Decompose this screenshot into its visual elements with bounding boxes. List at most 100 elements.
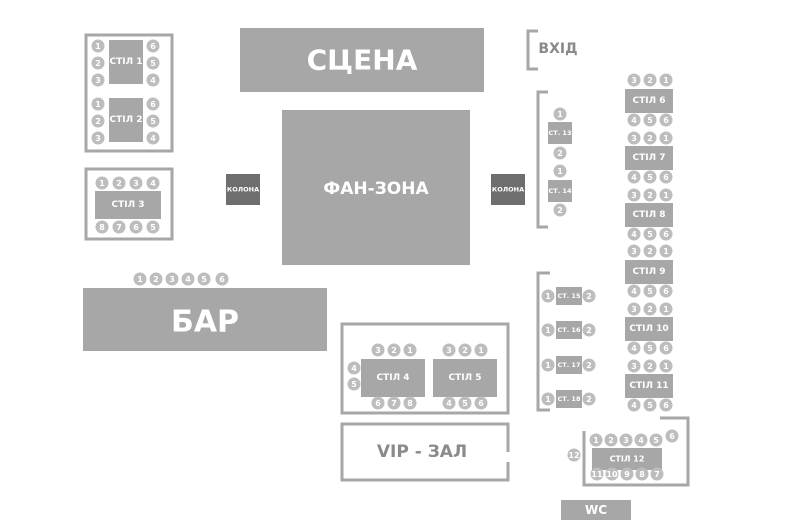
seat[interactable]: 5	[643, 398, 657, 412]
seat[interactable]: 1	[91, 97, 105, 111]
seat[interactable]: 4	[442, 396, 456, 410]
seat[interactable]: 2	[582, 289, 596, 303]
seat[interactable]: 4	[146, 131, 160, 145]
seat[interactable]: 1	[541, 358, 555, 372]
seat[interactable]: 1	[541, 392, 555, 406]
seat[interactable]: 6	[659, 227, 673, 241]
seat[interactable]: 3	[627, 244, 641, 258]
seat[interactable]: 2	[643, 302, 657, 316]
seat[interactable]: 5	[197, 272, 211, 286]
seat[interactable]: 6	[129, 220, 143, 234]
seat[interactable]: 8	[635, 467, 649, 481]
seat[interactable]: 1	[541, 289, 555, 303]
seat[interactable]: 2	[643, 244, 657, 258]
seat[interactable]: 1	[589, 433, 603, 447]
seat[interactable]: 2	[112, 176, 126, 190]
seat[interactable]: 1	[659, 188, 673, 202]
seat[interactable]: 3	[371, 343, 385, 357]
seat[interactable]: 3	[442, 343, 456, 357]
seat[interactable]: 2	[643, 73, 657, 87]
seat[interactable]: 7	[650, 467, 664, 481]
seat[interactable]: 2	[643, 131, 657, 145]
seat[interactable]: 10	[605, 467, 619, 481]
seat[interactable]: 2	[582, 323, 596, 337]
seat[interactable]: 4	[627, 341, 641, 355]
seat[interactable]: 7	[387, 396, 401, 410]
seat[interactable]: 3	[165, 272, 179, 286]
seat[interactable]: 4	[181, 272, 195, 286]
seat[interactable]: 1	[659, 131, 673, 145]
seat[interactable]: 3	[627, 359, 641, 373]
seat[interactable]: 4	[146, 176, 160, 190]
seat[interactable]: 1	[659, 302, 673, 316]
seat[interactable]: 7	[112, 220, 126, 234]
seat[interactable]: 9	[620, 467, 634, 481]
seat[interactable]: 2	[643, 359, 657, 373]
seat[interactable]: 2	[387, 343, 401, 357]
seat[interactable]: 5	[458, 396, 472, 410]
seat[interactable]: 3	[91, 73, 105, 87]
seat[interactable]: 2	[149, 272, 163, 286]
seat[interactable]: 2	[91, 114, 105, 128]
seat[interactable]: 4	[627, 227, 641, 241]
seat[interactable]: 4	[627, 398, 641, 412]
seat[interactable]: 1	[541, 323, 555, 337]
seat[interactable]: 3	[91, 131, 105, 145]
seat[interactable]: 5	[643, 227, 657, 241]
seat[interactable]: 3	[627, 188, 641, 202]
seat[interactable]: 1	[659, 359, 673, 373]
seat[interactable]: 5	[146, 220, 160, 234]
seat[interactable]: 1	[659, 244, 673, 258]
seat[interactable]: 5	[643, 341, 657, 355]
seat[interactable]: 6	[659, 398, 673, 412]
seat[interactable]: 6	[659, 284, 673, 298]
seat[interactable]: 1	[659, 73, 673, 87]
seat[interactable]: 12	[567, 448, 581, 462]
seat[interactable]: 2	[553, 203, 567, 217]
seat[interactable]: 5	[146, 114, 160, 128]
seat[interactable]: 6	[665, 429, 679, 443]
seat[interactable]: 2	[643, 188, 657, 202]
seat[interactable]: 1	[474, 343, 488, 357]
seat[interactable]: 3	[619, 433, 633, 447]
seat[interactable]: 2	[91, 56, 105, 70]
seat[interactable]: 1	[403, 343, 417, 357]
seat[interactable]: 4	[627, 284, 641, 298]
seat[interactable]: 8	[95, 220, 109, 234]
seat[interactable]: 6	[659, 113, 673, 127]
seat[interactable]: 1	[133, 272, 147, 286]
seat[interactable]: 6	[215, 272, 229, 286]
seat[interactable]: 6	[146, 39, 160, 53]
seat[interactable]: 4	[634, 433, 648, 447]
seat[interactable]: 5	[146, 56, 160, 70]
seat[interactable]: 5	[643, 170, 657, 184]
seat[interactable]: 6	[146, 97, 160, 111]
seat[interactable]: 2	[582, 358, 596, 372]
seat[interactable]: 6	[659, 170, 673, 184]
seat[interactable]: 1	[553, 107, 567, 121]
seat[interactable]: 11	[590, 467, 604, 481]
seat[interactable]: 5	[347, 377, 361, 391]
seat[interactable]: 5	[643, 113, 657, 127]
seat[interactable]: 3	[129, 176, 143, 190]
seat[interactable]: 2	[458, 343, 472, 357]
seat[interactable]: 3	[627, 131, 641, 145]
seat[interactable]: 8	[403, 396, 417, 410]
seat[interactable]: 4	[627, 113, 641, 127]
seat[interactable]: 3	[627, 73, 641, 87]
